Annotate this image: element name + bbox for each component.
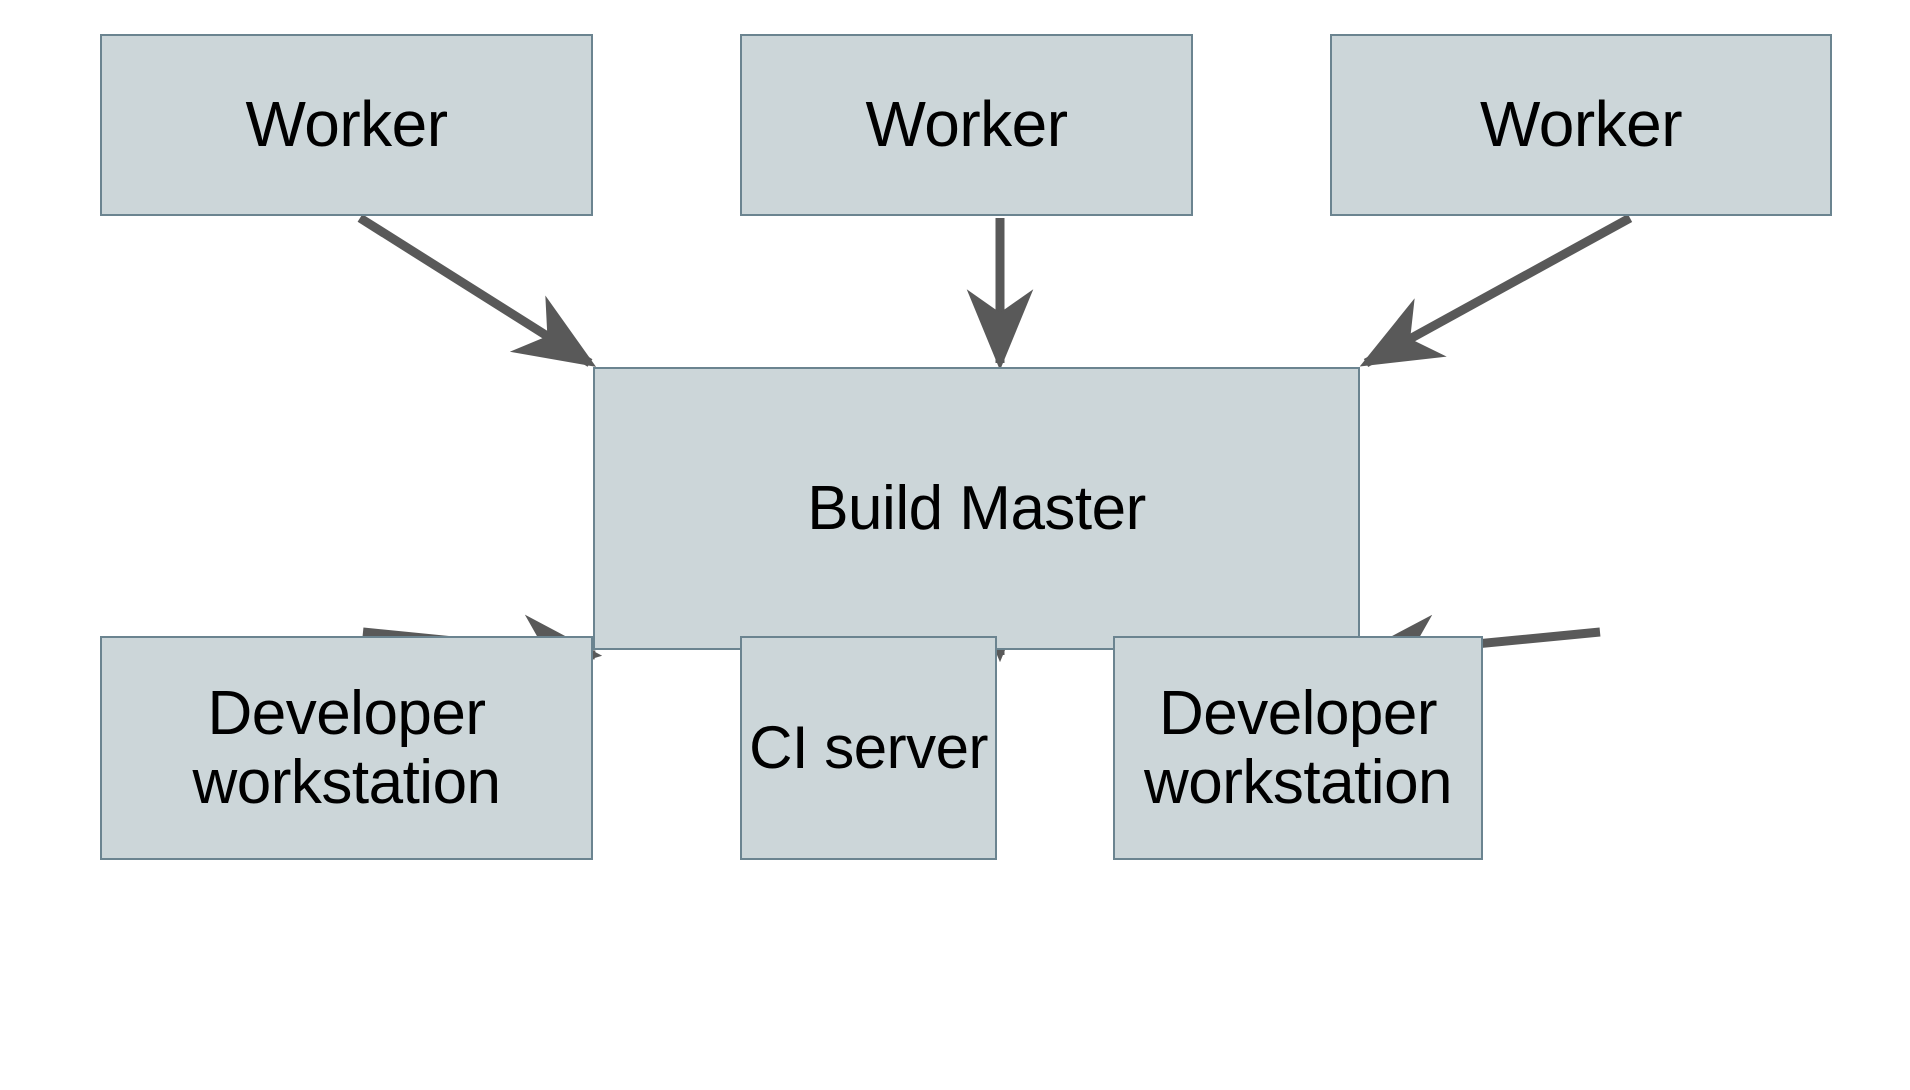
node-label: CI server	[749, 714, 988, 782]
edge-worker-left-to-master	[357, 214, 597, 367]
node-label: Developer workstation	[1143, 678, 1453, 817]
node-worker-left[interactable]: Worker	[100, 34, 593, 216]
node-ci-server[interactable]: CI server	[740, 636, 997, 860]
node-worker-center[interactable]: Worker	[740, 34, 1193, 216]
node-label: Build Master	[807, 473, 1146, 543]
node-developer-workstation-right[interactable]: Developer workstation	[1113, 636, 1483, 860]
node-label: Worker	[245, 88, 448, 161]
node-developer-workstation-left[interactable]: Developer workstation	[100, 636, 593, 860]
node-label: Developer workstation	[192, 678, 501, 817]
node-worker-right[interactable]: Worker	[1330, 34, 1832, 216]
node-label: Worker	[865, 88, 1068, 161]
node-label: Worker	[1479, 88, 1683, 161]
node-build-master[interactable]: Build Master	[593, 367, 1360, 650]
edge-worker-right-to-master	[1359, 214, 1633, 367]
